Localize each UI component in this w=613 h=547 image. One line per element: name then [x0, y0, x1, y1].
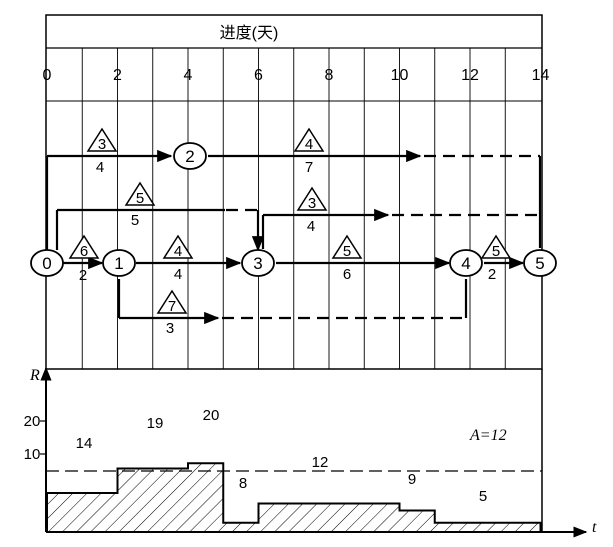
- resource-y-tick-label: 20: [24, 413, 41, 430]
- resource-segment-label: 8: [239, 475, 247, 492]
- node-0: 0: [30, 249, 64, 277]
- duration-value: 5: [131, 212, 139, 229]
- time-tick-label: 8: [325, 67, 334, 84]
- node-2: 2: [173, 142, 207, 170]
- duration-value: 4: [96, 159, 104, 176]
- resource-value: 4: [305, 136, 313, 153]
- resource-triangle: [331, 234, 363, 259]
- resource-y-tick-label: 10: [24, 446, 41, 463]
- time-tick-label: 2: [113, 67, 122, 84]
- activity-0-2: 34: [86, 127, 118, 176]
- node-1: 1: [102, 249, 136, 277]
- average-resource-label: A=12: [469, 427, 507, 444]
- node-circle: [449, 249, 483, 277]
- resource-triangle: [293, 127, 325, 152]
- resource-profile-outline: [46, 462, 542, 533]
- duration-value: 7: [305, 159, 313, 176]
- duration-value: 6: [343, 266, 351, 283]
- float-segments: [222, 154, 540, 320]
- activity-3-5: 34: [296, 186, 328, 235]
- node-circle: [30, 249, 64, 277]
- resource-value: 5: [136, 190, 144, 207]
- node-circle: [102, 249, 136, 277]
- activity-0-3: 55: [124, 181, 156, 229]
- duration-value: 2: [79, 267, 87, 284]
- resource-triangle: [480, 234, 512, 259]
- node-circle: [173, 142, 207, 170]
- activity-4-5: 52: [480, 234, 512, 283]
- resource-segment-label: 5: [479, 488, 487, 505]
- resource-segment-label: 19: [147, 415, 164, 432]
- resource-value: 5: [343, 243, 351, 260]
- day-grid-lines: [81, 48, 506, 369]
- node-circle: [241, 249, 275, 277]
- time-tick-label: 14: [532, 67, 550, 84]
- resource-segment-label: 12: [312, 454, 329, 471]
- activity-1-3: 44: [162, 234, 194, 283]
- time-axis-labels: 0 2 4 6 8 10 12 14: [43, 67, 550, 84]
- resource-triangle: [124, 181, 156, 206]
- node-4: 4: [449, 249, 483, 277]
- time-axis-label: t: [592, 519, 597, 536]
- header-title: 进度(天): [220, 24, 279, 42]
- node-label: 3: [253, 254, 262, 273]
- resource-triangle: [296, 186, 328, 211]
- duration-value: 2: [488, 266, 496, 283]
- activity-arrows: [45, 149, 542, 325]
- resource-profile-fill: [47, 463, 541, 532]
- node-label: 4: [461, 254, 470, 273]
- time-tick-label: 12: [461, 67, 479, 84]
- duration-value: 4: [307, 218, 315, 235]
- activity-1-4: 73: [156, 289, 188, 337]
- time-tick-label: 10: [391, 67, 409, 84]
- time-tick-label: 4: [184, 67, 193, 84]
- resource-value: 3: [308, 195, 316, 212]
- time-tick-label: 6: [254, 67, 263, 84]
- duration-value: 3: [166, 320, 174, 337]
- node-5: 5: [523, 249, 557, 277]
- node-circle: [523, 249, 557, 277]
- resource-segment-label: 9: [408, 471, 416, 488]
- node-label: 0: [42, 254, 51, 273]
- node-3: 3: [241, 249, 275, 277]
- resource-triangle: [68, 234, 100, 259]
- node-label: 1: [114, 254, 123, 273]
- resource-profile: 14 19 20 8 12 9 5: [46, 407, 542, 533]
- node-label: 2: [185, 147, 194, 166]
- resource-triangle: [86, 127, 118, 152]
- resource-triangle: [162, 234, 194, 259]
- resource-triangle: [156, 289, 188, 314]
- resource-value: 4: [174, 243, 182, 260]
- resource-value: 5: [492, 243, 500, 260]
- resource-axis-label: R: [29, 367, 40, 384]
- resource-segment-label: 20: [203, 407, 220, 424]
- activity-2-5: 47: [293, 127, 325, 176]
- resource-segment-label: 14: [76, 435, 93, 452]
- duration-value: 4: [174, 266, 182, 283]
- activity-0-1: 62: [68, 234, 100, 284]
- time-tick-label: 0: [43, 67, 52, 84]
- resource-value: 7: [168, 298, 176, 315]
- resource-value: 6: [80, 243, 88, 260]
- node-label: 5: [535, 254, 544, 273]
- activity-3-4: 56: [331, 234, 363, 283]
- resource-value: 3: [98, 136, 106, 153]
